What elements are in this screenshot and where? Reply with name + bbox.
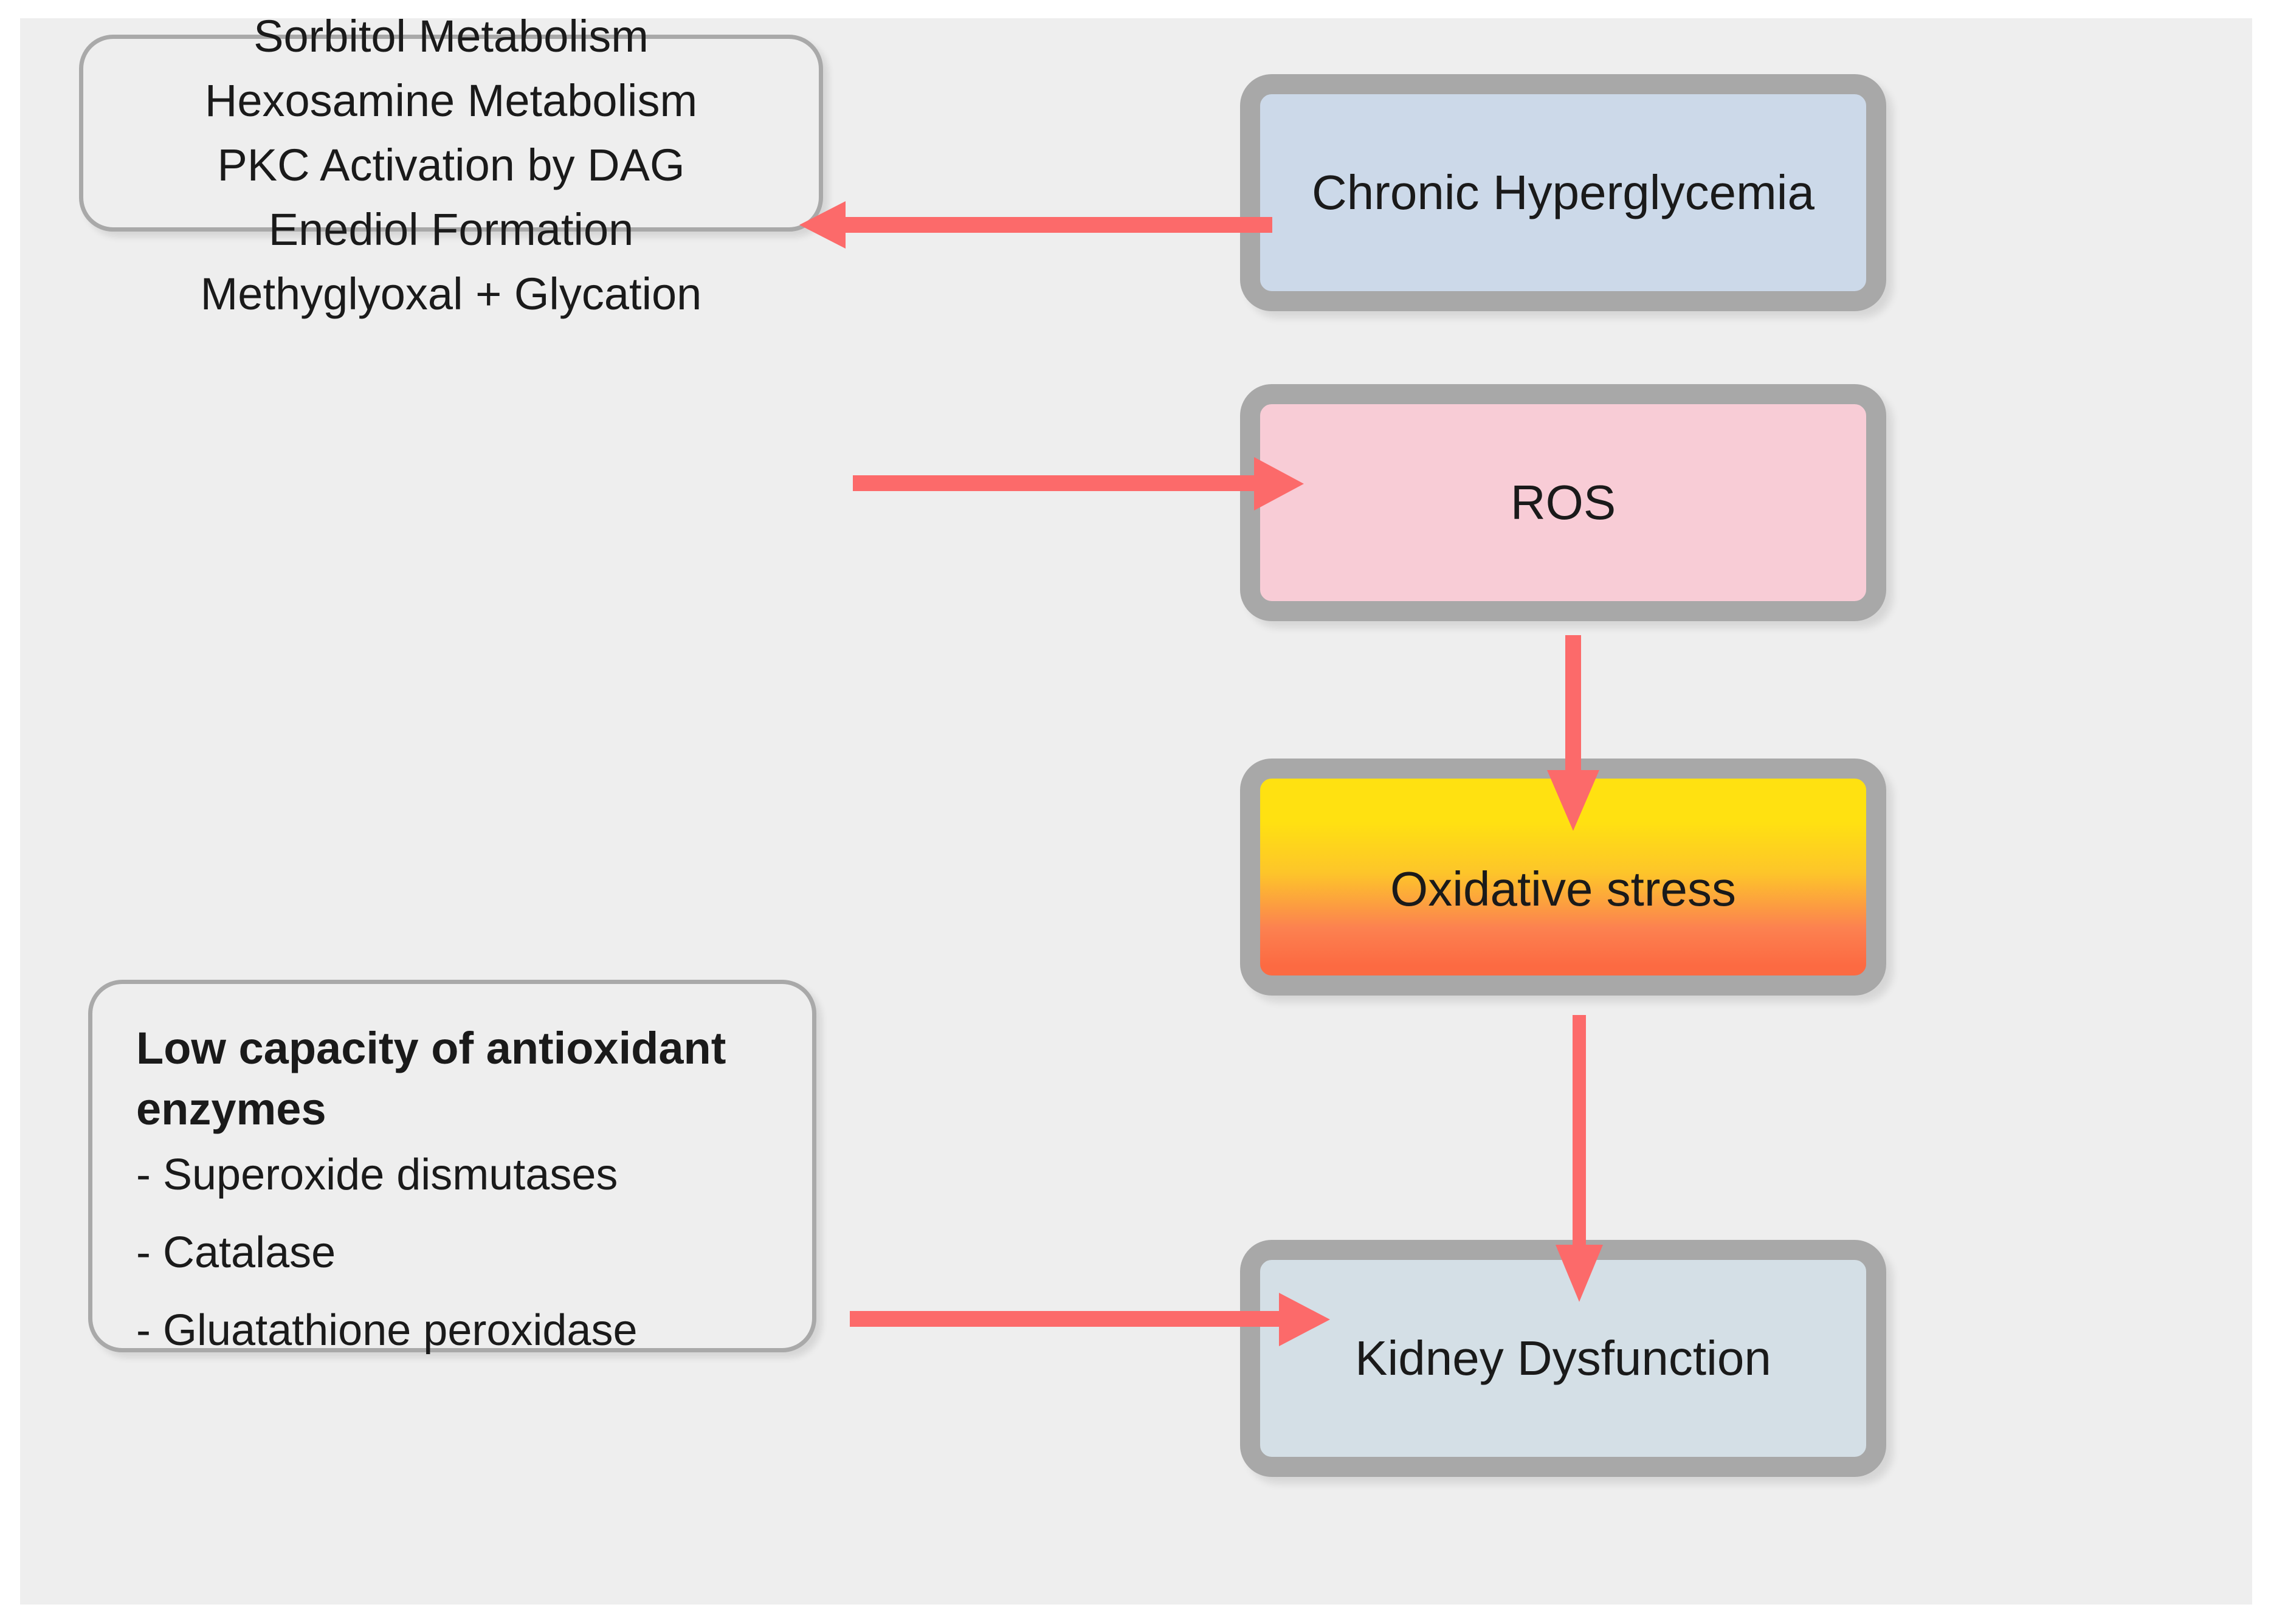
antioxidant-capacity-box: Low capacity of antioxidant enzymes - Su… [88,980,816,1352]
pathway-line: Hexosamine Metabolism [204,75,698,126]
node-kidney-dysfunction: Kidney Dysfunction [1240,1240,1886,1477]
node-label: ROS [1510,475,1616,529]
arrow-hyperglycemia-to-pathways-icon [799,201,1272,249]
pathway-line: Sorbitol Metabolism [253,11,649,61]
node-label: Chronic Hyperglycemia [1312,165,1814,219]
node-label: Kidney Dysfunction [1355,1331,1771,1385]
metabolic-pathways-box: Oxidative Phosphorylation Sorbitol Metab… [79,11,823,319]
antioxidant-title: Low capacity of antioxidant enzymes [136,1023,726,1134]
antioxidant-item: - Gluatathione peroxidase [136,1306,638,1355]
node-ros: ROS [1240,384,1886,621]
pathway-line: Oxidative Phosphorylation [83,0,819,4]
pathway-line: PKC Activation by DAG [217,140,685,190]
diagram-canvas: Oxidative Phosphorylation Sorbitol Metab… [20,11,2252,1605]
metabolic-pathways-list: Oxidative Phosphorylation Sorbitol Metab… [83,0,819,326]
antioxidant-item: - Superoxide dismutases [136,1151,618,1199]
pathway-line: Methyglyoxal + Glycation [200,269,702,319]
node-oxidative-stress: Oxidative stress [1240,759,1886,996]
antioxidant-item: - Catalase [136,1228,336,1277]
antioxidant-content: Low capacity of antioxidant enzymes - Su… [136,1018,784,1386]
node-chronic-hyperglycemia: Chronic Hyperglycemia [1240,74,1886,311]
node-label: Oxidative stress [1390,862,1737,916]
pathway-line: Enediol Formation [268,204,634,255]
